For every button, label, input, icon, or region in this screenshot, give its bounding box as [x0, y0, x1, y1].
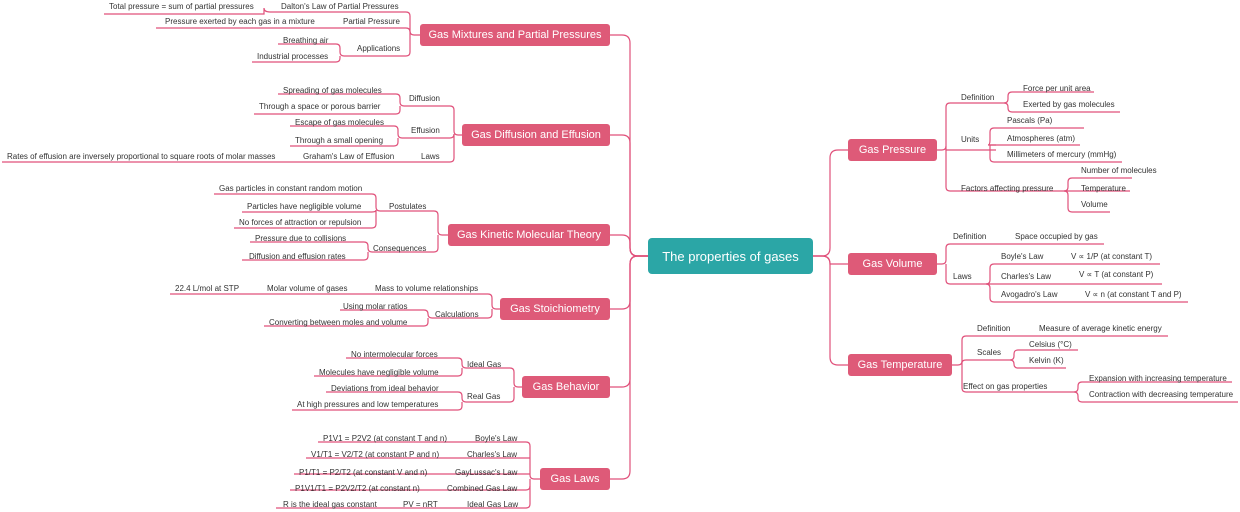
- temperature-contraction[interactable]: Contraction with decreasing temperature: [1089, 390, 1234, 399]
- volume-laws[interactable]: Laws: [953, 272, 972, 281]
- behavior-ideal[interactable]: Ideal Gas: [467, 360, 502, 369]
- behavior-no-forces[interactable]: No intermolecular forces: [351, 350, 438, 359]
- stoich-converting[interactable]: Converting between moles and volume: [269, 318, 408, 327]
- mixtures-partial[interactable]: Partial Pressure: [343, 17, 400, 26]
- branch-gas-laws[interactable]: Gas Laws: [540, 468, 610, 490]
- pressure-volume[interactable]: Volume: [1081, 200, 1108, 209]
- volume-space[interactable]: Space occupied by gas: [1015, 232, 1098, 241]
- branch-gas-behavior[interactable]: Gas Behavior: [522, 376, 610, 398]
- behavior-deviations[interactable]: Deviations from ideal behavior: [331, 384, 439, 393]
- laws-ideal-eq[interactable]: PV = nRT: [403, 500, 438, 509]
- pressure-force[interactable]: Force per unit area: [1023, 84, 1091, 93]
- pressure-mmhg[interactable]: Millimeters of mercury (mmHg): [1007, 150, 1117, 159]
- kinetic-rates[interactable]: Diffusion and effusion rates: [249, 252, 346, 261]
- root-node[interactable]: The properties of gases: [648, 238, 813, 274]
- behavior-real[interactable]: Real Gas: [467, 392, 501, 401]
- laws-combined[interactable]: Combined Gas Law: [447, 484, 518, 493]
- branch-gas-volume[interactable]: Gas Volume: [848, 253, 937, 275]
- laws-boyle-eq[interactable]: P1V1 = P2V2 (at constant T and n): [323, 434, 448, 443]
- laws-gaylussac-eq[interactable]: P1/T1 = P2/T2 (at constant V and n): [299, 468, 428, 477]
- temperature-definition[interactable]: Definition: [977, 324, 1011, 333]
- laws-charles[interactable]: Charles's Law: [467, 450, 517, 459]
- diffusion-rates[interactable]: Rates of effusion are inversely proporti…: [7, 152, 276, 161]
- volume-charles[interactable]: Charles's Law: [1001, 272, 1051, 281]
- stoich-molar-volume[interactable]: Molar volume of gases: [267, 284, 348, 293]
- stoich-mass-volume[interactable]: Mass to volume relationships: [375, 284, 479, 293]
- branch-gas-mixtures[interactable]: Gas Mixtures and Partial Pressures: [420, 24, 610, 46]
- kinetic-consequences[interactable]: Consequences: [373, 244, 427, 253]
- temperature-celsius[interactable]: Celsius (°C): [1029, 340, 1072, 349]
- branch-gas-stoichiometry[interactable]: Gas Stoichiometry: [500, 298, 610, 320]
- diffusion-laws[interactable]: Laws: [421, 152, 440, 161]
- diffusion-spreading[interactable]: Spreading of gas molecules: [283, 86, 382, 95]
- temperature-expansion[interactable]: Expansion with increasing temperature: [1089, 374, 1227, 383]
- diffusion-escape[interactable]: Escape of gas molecules: [295, 118, 384, 127]
- volume-boyle-eq[interactable]: V ∝ 1/P (at constant T): [1071, 252, 1153, 261]
- laws-charles-eq[interactable]: V1/T1 = V2/T2 (at constant P and n): [311, 450, 440, 459]
- kinetic-motion[interactable]: Gas particles in constant random motion: [219, 184, 363, 193]
- mixtures-total[interactable]: Total pressure = sum of partial pressure…: [109, 2, 254, 11]
- mixtures-industrial[interactable]: Industrial processes: [257, 52, 329, 61]
- stoich-stp[interactable]: 22.4 L/mol at STP: [175, 284, 240, 293]
- behavior-negligible[interactable]: Molecules have negligible volume: [319, 368, 439, 377]
- laws-r-constant[interactable]: R is the ideal gas constant: [283, 500, 377, 509]
- branch-kinetic-theory[interactable]: Gas Kinetic Molecular Theory: [448, 224, 610, 246]
- branch-gas-temperature[interactable]: Gas Temperature: [848, 354, 952, 376]
- pressure-definition[interactable]: Definition: [961, 93, 995, 102]
- laws-gaylussac[interactable]: GayLussac's Law: [455, 468, 518, 477]
- pressure-exerted[interactable]: Exerted by gas molecules: [1023, 100, 1115, 109]
- stoich-ratios[interactable]: Using molar ratios: [343, 302, 408, 311]
- volume-avogadro-eq[interactable]: V ∝ n (at constant T and P): [1085, 290, 1182, 299]
- branch-gas-pressure[interactable]: Gas Pressure: [848, 139, 937, 161]
- mixtures-breathing[interactable]: Breathing air: [283, 36, 329, 45]
- diffusion-graham[interactable]: Graham's Law of Effusion: [303, 152, 395, 161]
- kinetic-collisions[interactable]: Pressure due to collisions: [255, 234, 347, 243]
- temperature-effect[interactable]: Effect on gas properties: [963, 382, 1048, 391]
- volume-avogadro[interactable]: Avogadro's Law: [1001, 290, 1058, 299]
- diffusion-through-space[interactable]: Through a space or porous barrier: [259, 102, 381, 111]
- kinetic-postulates[interactable]: Postulates: [389, 202, 427, 211]
- volume-boyle[interactable]: Boyle's Law: [1001, 252, 1044, 261]
- mixtures-applications[interactable]: Applications: [357, 44, 401, 53]
- diffusion-through-opening[interactable]: Through a small opening: [295, 136, 384, 145]
- pressure-factors[interactable]: Factors affecting pressure: [961, 184, 1054, 193]
- stoich-calculations[interactable]: Calculations: [435, 310, 479, 319]
- pressure-number[interactable]: Number of molecules: [1081, 166, 1157, 175]
- laws-combined-eq[interactable]: P1V1/T1 = P2V2/T2 (at constant n): [295, 484, 420, 493]
- diffusion-diffusion[interactable]: Diffusion: [409, 94, 440, 103]
- kinetic-negligible[interactable]: Particles have negligible volume: [247, 202, 362, 211]
- volume-definition[interactable]: Definition: [953, 232, 987, 241]
- temperature-measure[interactable]: Measure of average kinetic energy: [1039, 324, 1162, 333]
- laws-boyle[interactable]: Boyle's Law: [475, 434, 518, 443]
- pressure-pascals[interactable]: Pascals (Pa): [1007, 116, 1053, 125]
- pressure-units[interactable]: Units: [961, 135, 980, 144]
- behavior-high[interactable]: At high pressures and low temperatures: [297, 400, 439, 409]
- pressure-temperature[interactable]: Temperature: [1081, 184, 1126, 193]
- mixtures-exerted[interactable]: Pressure exerted by each gas in a mixtur…: [165, 17, 315, 26]
- kinetic-no-forces[interactable]: No forces of attraction or repulsion: [239, 218, 362, 227]
- laws-ideal[interactable]: Ideal Gas Law: [467, 500, 519, 509]
- volume-charles-eq[interactable]: V ∝ T (at constant P): [1079, 270, 1154, 279]
- branch-gas-diffusion[interactable]: Gas Diffusion and Effusion: [462, 124, 610, 146]
- temperature-scales[interactable]: Scales: [977, 348, 1002, 357]
- temperature-kelvin[interactable]: Kelvin (K): [1029, 356, 1064, 365]
- pressure-atm[interactable]: Atmospheres (atm): [1007, 134, 1076, 143]
- diffusion-effusion[interactable]: Effusion: [411, 126, 440, 135]
- mixtures-dalton[interactable]: Dalton's Law of Partial Pressures: [281, 2, 399, 11]
